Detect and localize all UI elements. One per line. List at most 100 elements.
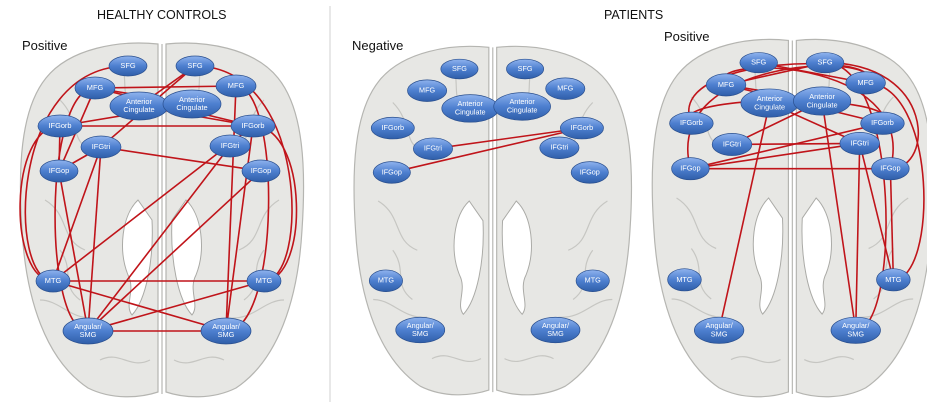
node-label: MTG — [585, 276, 601, 285]
node-label: MFG — [87, 83, 104, 92]
node-mtg-r: MTG — [576, 270, 609, 292]
node-label: IFGorb — [382, 123, 405, 132]
node-ang-l: Angular/SMG — [396, 317, 445, 343]
node-acc-r: AnteriorCingulate — [163, 90, 221, 118]
node-label: MTG — [256, 276, 273, 285]
node-label: Cingulate — [123, 105, 154, 114]
node-label: MTG — [378, 276, 394, 285]
node-ifgop-l: IFGop — [40, 160, 78, 182]
node-label: SMG — [412, 329, 429, 338]
node-mtg-r: MTG — [877, 269, 911, 291]
node-ang-l: Angular/SMG — [694, 317, 744, 343]
node-ifgtri-r: IFGtri — [840, 132, 880, 154]
node-label: IFGorb — [242, 121, 265, 130]
node-mfg-r: MFG — [546, 78, 585, 100]
node-label: SFG — [120, 61, 135, 70]
node-label: IFGtri — [851, 138, 870, 147]
healthy-positive-label: Positive — [22, 38, 68, 53]
panel-patients-positive: SFG SFG MFG MFG AnteriorCingulateAnteriorCin… — [652, 39, 927, 396]
node-mfg-l: MFG — [75, 77, 115, 99]
node-acc-l: AnteriorCingulate — [741, 89, 798, 117]
node-ifgop-r: IFGop — [872, 158, 910, 180]
node-acc-r: AnteriorCingulate — [793, 87, 850, 115]
node-label: IFGorb — [680, 118, 703, 127]
node-mfg-l: MFG — [408, 80, 447, 102]
node-label: SMG — [218, 330, 235, 339]
node-ifgtri-r: IFGtri — [540, 137, 579, 159]
node-label: IFGtri — [550, 143, 568, 152]
node-mtg-l: MTG — [668, 269, 702, 291]
node-label: IFGorb — [49, 121, 72, 130]
node-ifgop-r: IFGop — [242, 160, 280, 182]
node-label: IFGorb — [571, 123, 594, 132]
node-ifgtri-l: IFGtri — [81, 136, 121, 158]
node-ifgorb-l: IFGorb — [371, 117, 414, 139]
node-label: IFGop — [49, 166, 70, 175]
node-label: Cingulate — [455, 107, 486, 116]
node-label: IFGop — [680, 164, 700, 173]
node-mtg-l: MTG — [369, 270, 402, 292]
node-mtg-r: MTG — [247, 270, 281, 292]
node-label: SFG — [518, 64, 533, 73]
node-sfg-r: SFG — [806, 53, 844, 73]
node-ang-r: Angular/SMG — [531, 317, 580, 343]
node-label: IFGop — [580, 167, 600, 176]
node-ifgop-l: IFGop — [373, 162, 410, 184]
node-sfg-l: SFG — [441, 59, 478, 79]
node-label: IFGop — [251, 166, 272, 175]
node-label: MTG — [45, 276, 62, 285]
node-ifgop-r: IFGop — [571, 162, 608, 184]
node-label: MFG — [228, 81, 245, 90]
node-ifgop-l: IFGop — [672, 158, 710, 180]
node-label: SFG — [751, 58, 766, 67]
node-ang-l: Angular/SMG — [63, 318, 113, 344]
node-acc-l: AnteriorCingulate — [110, 92, 168, 120]
node-label: SMG — [711, 329, 728, 338]
node-label: MFG — [718, 80, 735, 89]
node-label: IFGtri — [221, 141, 240, 150]
node-ifgorb-r: IFGorb — [560, 117, 603, 139]
node-sfg-r: SFG — [506, 59, 543, 79]
node-ifgorb-l: IFGorb — [670, 112, 714, 134]
patients-negative-label: Negative — [352, 38, 403, 53]
node-label: Cingulate — [754, 102, 785, 111]
panel-healthy-positive: SFG SFG MFG MFG AnteriorCingulateAnteriorCin… — [20, 43, 304, 397]
node-label: Cingulate — [176, 103, 207, 112]
node-label: IFGop — [382, 167, 402, 176]
node-mtg-l: MTG — [36, 270, 70, 292]
node-label: IFGop — [880, 164, 900, 173]
node-mfg-r: MFG — [216, 75, 256, 97]
node-sfg-l: SFG — [109, 56, 147, 76]
node-label: IFGtri — [92, 142, 111, 151]
panel-patients-negative: SFG SFG MFG MFG AnteriorCingulateAnteriorCin… — [354, 46, 632, 394]
node-label: MTG — [885, 275, 902, 284]
node-acc-r: AnteriorCingulate — [494, 93, 551, 121]
node-label: MFG — [858, 78, 875, 87]
node-label: MFG — [557, 84, 573, 93]
node-label: IFGorb — [871, 118, 894, 127]
node-label: Cingulate — [507, 105, 538, 114]
node-label: IFGtri — [723, 139, 742, 148]
node-label: SFG — [452, 64, 467, 73]
node-label: SMG — [547, 329, 564, 338]
node-label: MFG — [419, 86, 435, 95]
node-ang-r: Angular/SMG — [831, 317, 881, 343]
patients-positive-label: Positive — [664, 29, 710, 44]
node-ifgorb-r: IFGorb — [231, 115, 275, 137]
node-mfg-l: MFG — [706, 74, 746, 96]
node-mfg-r: MFG — [846, 72, 886, 94]
node-ifgtri-l: IFGtri — [413, 138, 452, 160]
node-ifgtri-r: IFGtri — [210, 135, 250, 157]
node-ifgtri-l: IFGtri — [712, 133, 752, 155]
node-label: Cingulate — [807, 100, 838, 109]
node-label: MTG — [676, 275, 693, 284]
node-label: IFGtri — [424, 144, 442, 153]
node-ang-r: Angular/SMG — [201, 318, 251, 344]
node-sfg-r: SFG — [176, 56, 214, 76]
node-ifgorb-r: IFGorb — [861, 112, 905, 134]
node-label: SMG — [80, 330, 97, 339]
patients-title: PATIENTS — [604, 8, 663, 22]
node-label: SFG — [187, 61, 202, 70]
node-acc-l: AnteriorCingulate — [442, 95, 499, 123]
